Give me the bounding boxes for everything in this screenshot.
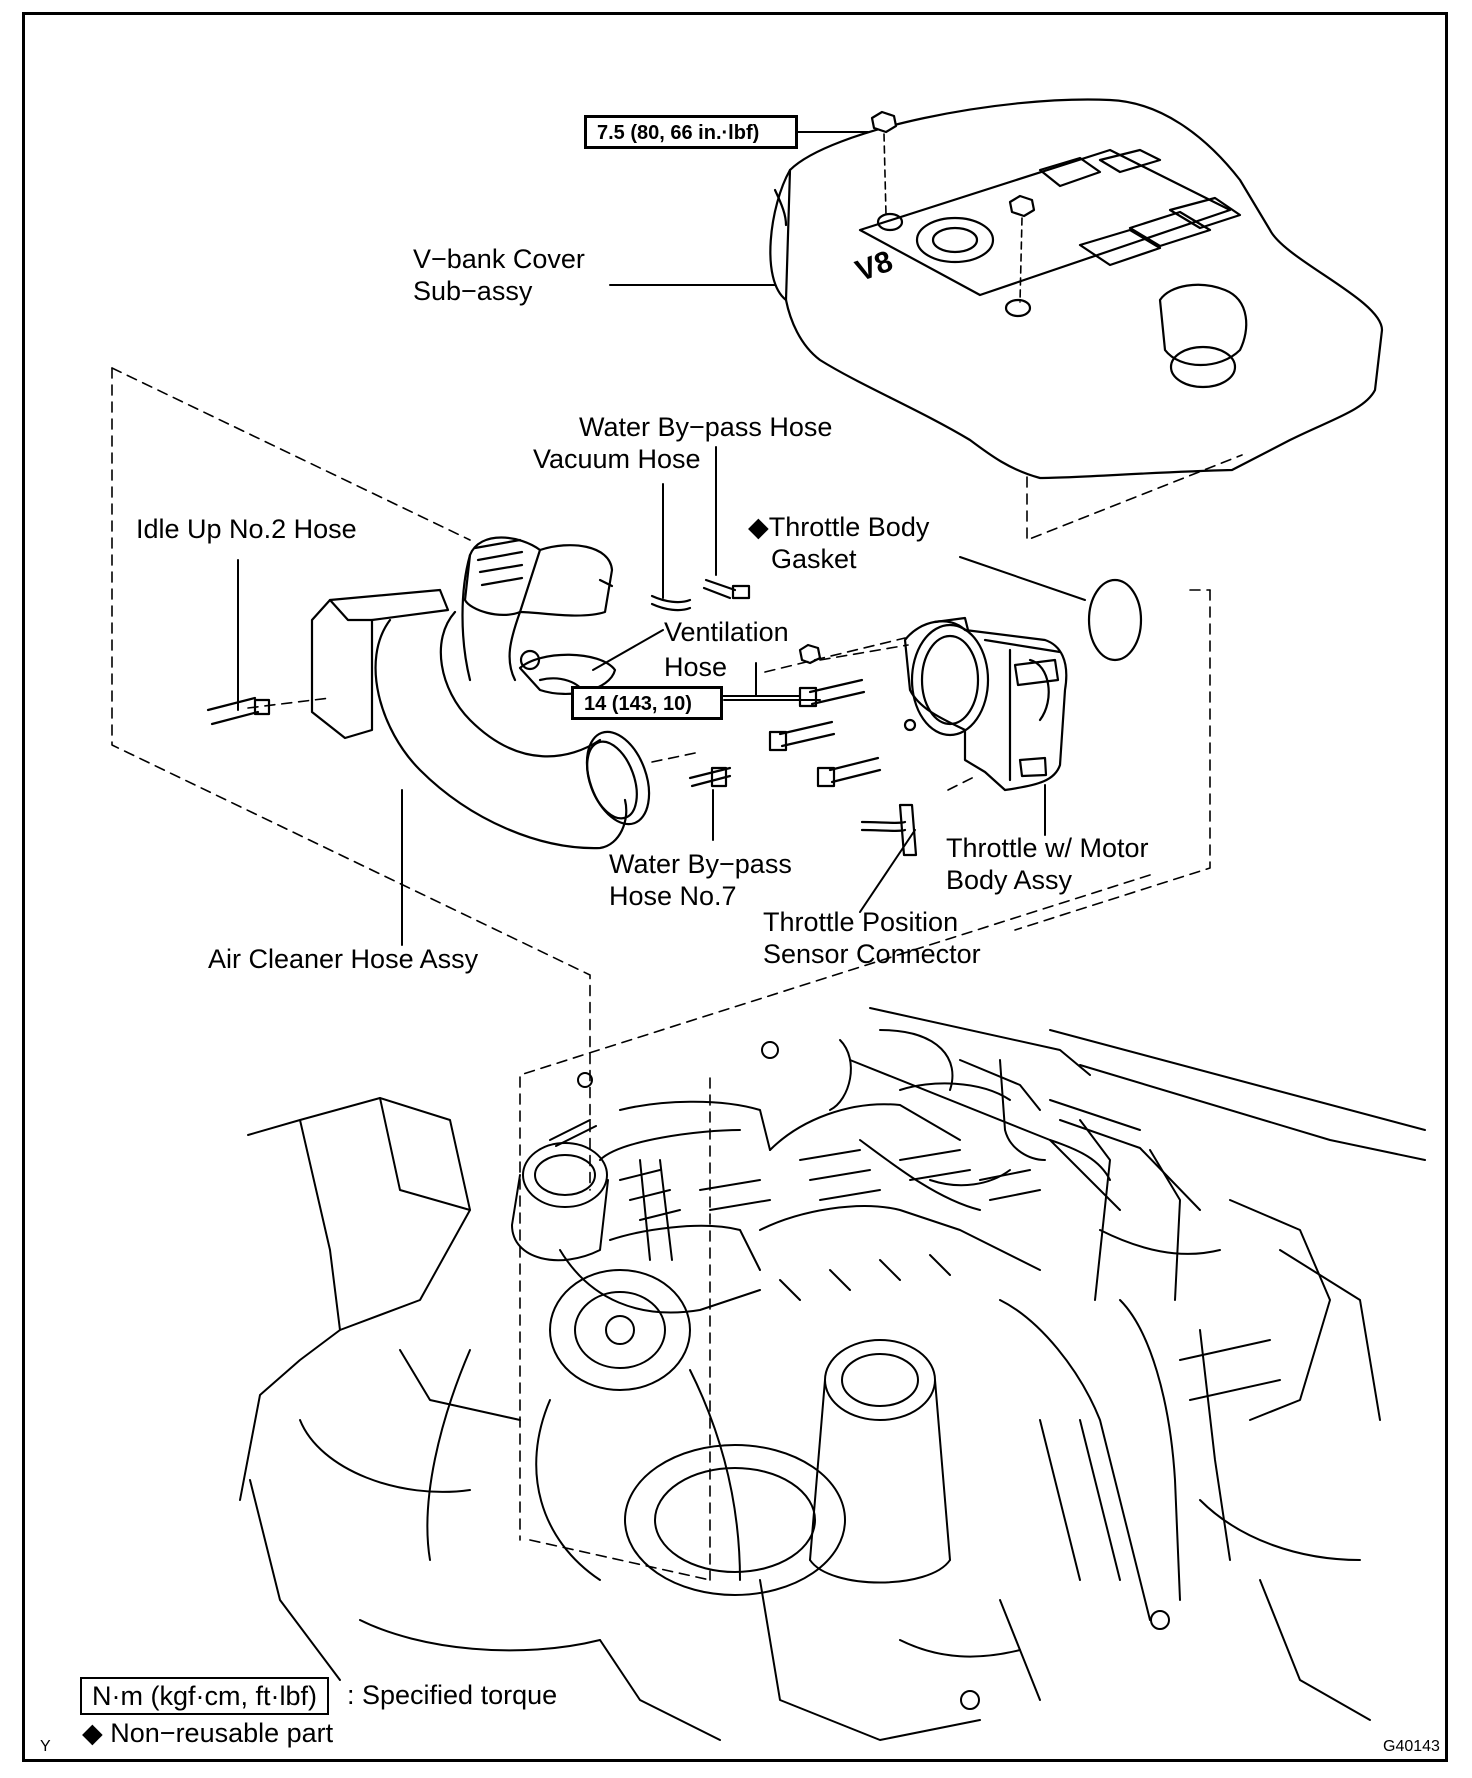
label-throttle-gasket-line2: Gasket [771, 544, 857, 574]
corner-mark: Y [40, 1738, 51, 1755]
label-air-cleaner-hose: Air Cleaner Hose Assy [208, 944, 479, 974]
bolts-drawing [768, 643, 917, 788]
label-throttle-gasket-line1: ◆Throttle Body [748, 512, 930, 542]
diagram-frame [22, 12, 1448, 1762]
throttle-body-drawing [903, 616, 1068, 792]
label-throttle-sensor-connector-line1: Throttle Position [763, 907, 959, 937]
label-water-bypass-hose: Water By−pass Hose [579, 412, 833, 442]
label-ventilation-hose-line2: Hose [664, 652, 728, 682]
label-v-bank-cover-line1: V−bank Cover [413, 244, 585, 274]
cover-nut-icon [870, 110, 1036, 218]
label-v-bank-cover-line2: Sub−assy [413, 276, 533, 306]
torque-box-throttle-bolts: 14 (143, 10) [571, 686, 723, 720]
air-cleaner-hose-drawing [310, 536, 651, 850]
legend-nonreusable: ◆ Non−reusable part [82, 1718, 334, 1748]
legend-torque-unit-box: N·m (kgf·cm, ft·lbf) [80, 1677, 329, 1715]
label-throttle-motor-body-line1: Throttle w/ Motor [946, 833, 1149, 863]
svg-text:V8: V8 [851, 245, 897, 289]
label-vacuum-hose: Vacuum Hose [533, 444, 701, 474]
torque-box-cover-nut: 7.5 (80, 66 in.·lbf) [584, 115, 798, 149]
label-throttle-sensor-connector-line2: Sensor Connector [763, 939, 981, 969]
label-throttle-motor-body-line2: Body Assy [946, 865, 1073, 895]
label-water-bypass-no7-line2: Hose No.7 [609, 881, 737, 911]
v-bank-cover-drawing: V8 [769, 98, 1384, 480]
label-water-bypass-no7-line1: Water By−pass [609, 849, 792, 879]
label-ventilation-hose-line1: Ventilation [664, 617, 789, 647]
hoses-drawing [206, 578, 918, 857]
leader-lines [237, 131, 1086, 946]
legend-torque-desc: : Specified torque [347, 1680, 558, 1710]
figure-id: G40143 [1383, 1738, 1440, 1755]
gasket-drawing [1087, 578, 1143, 662]
assembly-dash-lines [111, 367, 1243, 1581]
engine-drawing [239, 1007, 1426, 1741]
label-idle-up-hose: Idle Up No.2 Hose [136, 514, 357, 544]
